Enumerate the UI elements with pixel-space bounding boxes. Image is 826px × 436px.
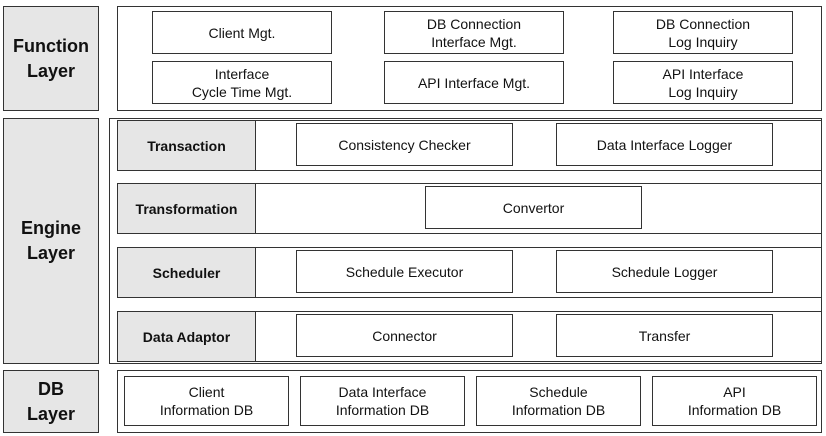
schedule-information-db-box: Schedule Information DB [476,376,641,426]
data-adaptor-label: Data Adaptor [118,312,256,361]
transfer-box: Transfer [556,314,773,357]
db-layer-label: DB Layer [3,370,99,433]
schedule-logger-box: Schedule Logger [556,250,773,293]
function-layer-label: Function Layer [3,6,99,111]
api-interface-log-inquiry-box: API Interface Log Inquiry [613,61,793,104]
api-interface-mgt-box: API Interface Mgt. [384,61,564,104]
convertor-box: Convertor [425,186,642,229]
connector-box: Connector [296,314,513,357]
api-information-db-box: API Information DB [652,376,817,426]
engine-layer-label: Engine Layer [3,118,99,364]
scheduler-label: Scheduler [118,248,256,297]
data-interface-logger-box: Data Interface Logger [556,123,773,166]
db-connection-log-inquiry-box: DB Connection Log Inquiry [613,11,793,54]
client-information-db-box: Client Information DB [124,376,289,426]
db-connection-interface-mgt-box: DB Connection Interface Mgt. [384,11,564,54]
client-mgt-box: Client Mgt. [152,11,332,54]
transaction-label: Transaction [118,121,256,170]
schedule-executor-box: Schedule Executor [296,250,513,293]
data-interface-information-db-box: Data Interface Information DB [300,376,465,426]
consistency-checker-box: Consistency Checker [296,123,513,166]
transformation-label: Transformation [118,184,256,233]
interface-cycle-time-mgt-box: Interface Cycle Time Mgt. [152,61,332,104]
